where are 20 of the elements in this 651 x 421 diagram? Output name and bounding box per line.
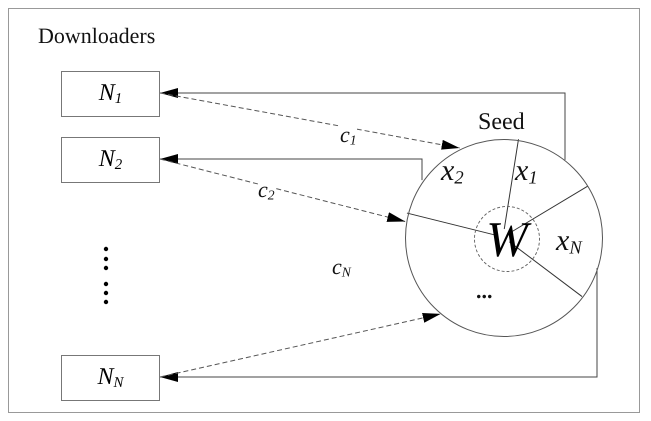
dashed-circle: [474, 206, 540, 272]
ellipsis-text: ...: [476, 280, 492, 302]
node-label: N$_{2}$: [98, 146, 122, 174]
edge-label: c$_{1}$: [340, 124, 357, 148]
sector-label: x$_{2}$: [441, 156, 464, 188]
sector-label: x$_{1}$: [515, 156, 538, 188]
dashed-arrow: [160, 92, 460, 150]
node-label: N$_{1}$: [98, 80, 122, 108]
frame-heading: Downloaders: [38, 25, 156, 47]
downloader-box: [61, 137, 160, 183]
dashed-arrow: [160, 158, 406, 222]
arrow: [160, 154, 422, 181]
downloader-box: [61, 71, 160, 117]
node-label: N$_{N}$: [98, 364, 124, 392]
dashed-arrow: [160, 313, 442, 378]
arrow: [160, 268, 598, 382]
circle-heading: Seed: [478, 110, 525, 134]
sector-label: x$_{N}$: [556, 226, 582, 258]
downloader-box: [61, 355, 160, 401]
arrow: [160, 88, 566, 160]
